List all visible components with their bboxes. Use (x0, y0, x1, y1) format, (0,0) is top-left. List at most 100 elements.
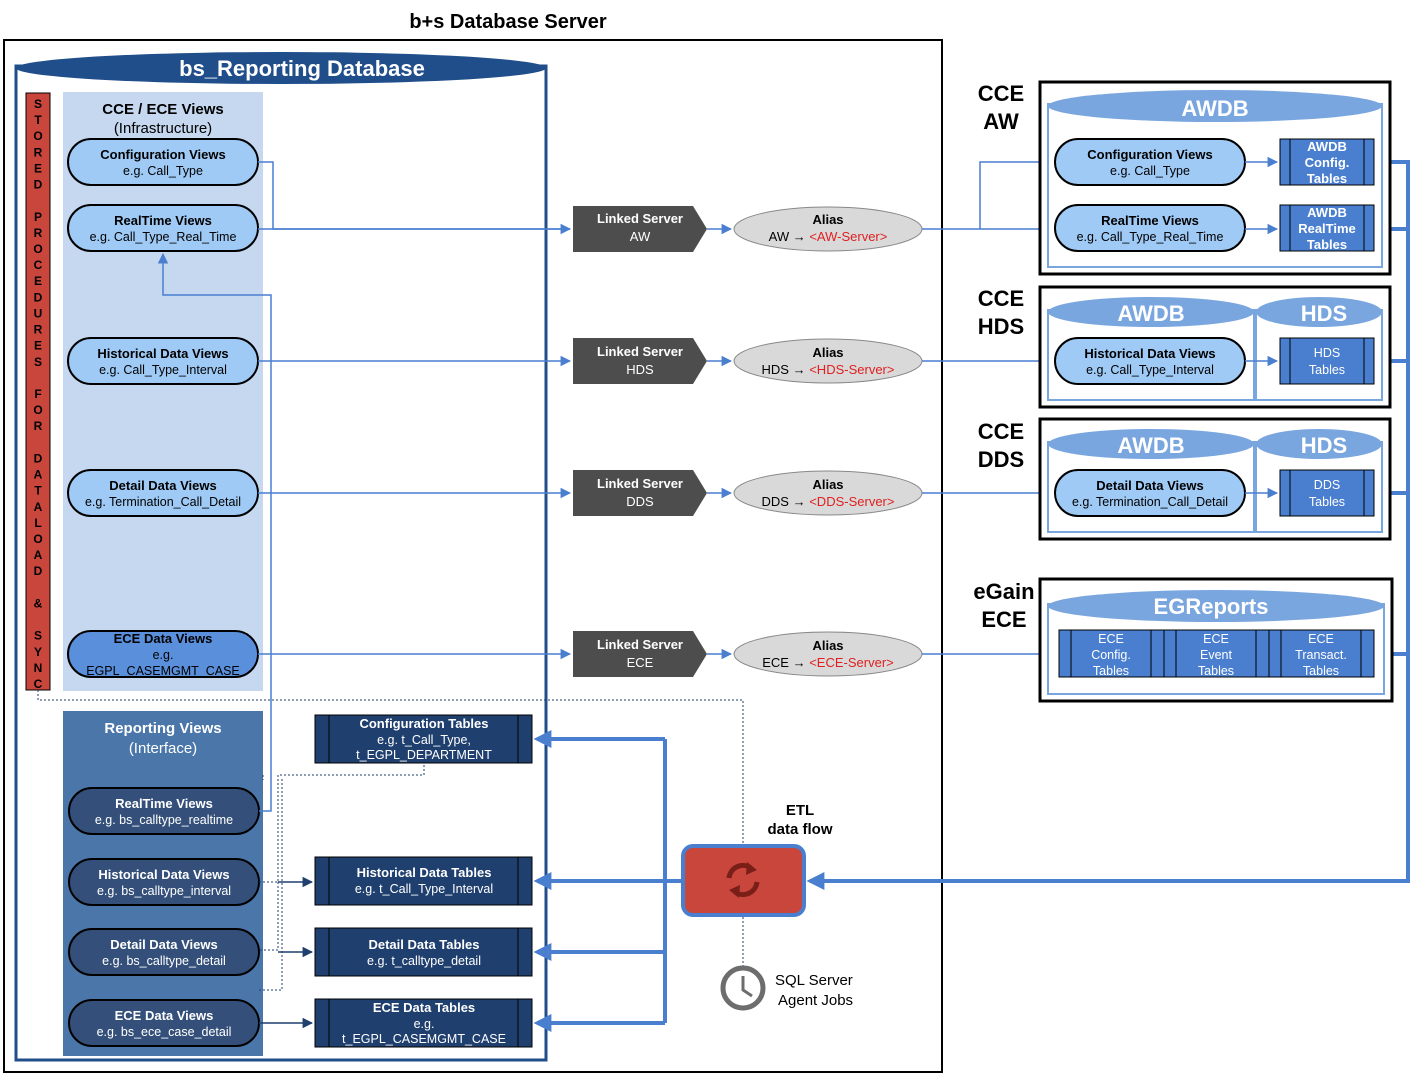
dds-hds-title: HDS (1301, 433, 1347, 458)
svg-text:e.g. t_Call_Type,: e.g. t_Call_Type, (377, 733, 471, 747)
svg-text:Configuration Tables: Configuration Tables (359, 716, 488, 731)
table-detail: Detail Data Tables e.g. t_calltype_detai… (314, 927, 533, 977)
reporting-view-historical: Historical Data Views e.g. bs_calltype_i… (68, 858, 260, 906)
stored-procedures-char: O (33, 129, 42, 143)
stored-procedures-char: N (34, 661, 43, 675)
stored-procedures-char: S (34, 629, 42, 643)
svg-text:Detail Data Views: Detail Data Views (1096, 478, 1203, 493)
alias-dds: Alias DDS → <DDS-Server> (733, 470, 923, 516)
etl-box (681, 844, 806, 917)
svg-text:e.g. Call_Type_Real_Time: e.g. Call_Type_Real_Time (1077, 230, 1224, 244)
stored-procedures-char: A (34, 548, 43, 562)
cce-ece-views-subtitle: (Infrastructure) (114, 120, 212, 137)
stored-procedures-char: & (34, 596, 43, 610)
svg-text:ECE: ECE (1308, 632, 1334, 646)
linked-server-hds: Linked Server HDS (573, 338, 707, 384)
dds-hds-top (1256, 429, 1382, 459)
ece-table-transact: ECE Transact. Tables (1268, 629, 1375, 678)
svg-text:HDS: HDS (1314, 346, 1340, 360)
stored-procedures-char: D (34, 178, 43, 192)
svg-text:ECE Data Views: ECE Data Views (114, 631, 213, 646)
stored-procedures-char: Y (34, 645, 42, 659)
svg-text:Detail Data Views: Detail Data Views (109, 478, 216, 493)
svg-text:Historical Data Views: Historical Data Views (97, 346, 228, 361)
stored-procedures-char: C (34, 677, 43, 691)
dds-awdb-title: AWDB (1117, 433, 1184, 458)
linked-server-aw: Linked Server AW (573, 206, 707, 252)
svg-text:Config.: Config. (1305, 155, 1350, 170)
svg-text:Historical Data Views: Historical Data Views (1084, 346, 1215, 361)
stored-procedures-char: O (33, 403, 42, 417)
cce-ece-views-title: CCE / ECE Views (102, 101, 223, 118)
svg-text:AW → <AW-Server>: AW → <AW-Server> (769, 229, 888, 244)
table-historical: Historical Data Tables e.g. t_Call_Type_… (314, 856, 533, 906)
ece-label-2: ECE (981, 607, 1026, 632)
view-ece: ECE Data Views e.g. EGPL_CASEMGMT_CASE (67, 630, 259, 678)
svg-text:Linked Server: Linked Server (597, 211, 683, 226)
svg-text:Tables: Tables (1307, 171, 1347, 186)
svg-text:t_EGPL_CASEMGMT_CASE: t_EGPL_CASEMGMT_CASE (342, 1032, 506, 1046)
svg-text:Alias: Alias (812, 212, 843, 227)
reporting-db-title: bs_Reporting Database (179, 56, 425, 81)
stored-procedures-char: P (34, 210, 42, 224)
stored-procedures-char: R (34, 145, 43, 159)
table-ece: ECE Data Tables e.g. t_EGPL_CASEMGMT_CAS… (314, 998, 533, 1048)
stored-procedures-bar (25, 92, 51, 691)
svg-text:Tables: Tables (1307, 237, 1347, 252)
hds-label-2: HDS (978, 314, 1024, 339)
aw-db-title: AWDB (1181, 96, 1248, 121)
svg-text:RealTime: RealTime (1298, 221, 1356, 236)
svg-text:RealTime Views: RealTime Views (1101, 213, 1199, 228)
svg-text:e.g. Call_Type_Interval: e.g. Call_Type_Interval (99, 363, 227, 377)
stored-procedures-char: L (34, 516, 41, 530)
view-configuration: Configuration Views e.g. Call_Type (67, 138, 259, 186)
linked-server-ece: Linked Server ECE (573, 631, 707, 677)
svg-text:ECE → <ECE-Server>: ECE → <ECE-Server> (762, 655, 894, 670)
svg-text:Configuration Views: Configuration Views (1087, 147, 1212, 162)
dotted-connectors (37, 690, 744, 991)
etl-label-1: ETL (786, 802, 814, 819)
dds-label-1: CCE (978, 419, 1024, 444)
hds-awdb-top (1048, 297, 1254, 327)
svg-text:Tables: Tables (1198, 664, 1234, 678)
stored-procedures-char: E (34, 339, 42, 353)
alias-ece: Alias ECE → <ECE-Server> (733, 631, 923, 677)
svg-text:Linked Server: Linked Server (597, 637, 683, 652)
ece-label-1: eGain (973, 579, 1034, 604)
dds-view-detail: Detail Data Views e.g. Termination_Call_… (1054, 469, 1246, 517)
aw-view-realtime: RealTime Views e.g. Call_Type_Real_Time (1054, 204, 1246, 252)
alias-hds: Alias HDS → <HDS-Server> (733, 338, 923, 384)
stored-procedures-char: O (33, 242, 42, 256)
stored-procedures-char: R (34, 226, 43, 240)
table-configuration: Configuration Tables e.g. t_Call_Type, t… (314, 714, 533, 764)
stored-procedures-char: R (34, 323, 43, 337)
reporting-views-subtitle: (Interface) (129, 740, 197, 757)
reporting-view-detail: Detail Data Views e.g. bs_calltype_detai… (68, 928, 260, 976)
svg-text:RealTime Views: RealTime Views (114, 213, 212, 228)
aw-view-configuration: Configuration Views e.g. Call_Type (1054, 138, 1246, 186)
stored-procedures-char: C (34, 258, 43, 272)
svg-text:HDS: HDS (626, 362, 654, 377)
view-detail: Detail Data Views e.g. Termination_Call_… (67, 469, 259, 517)
svg-text:Alias: Alias (812, 345, 843, 360)
stored-procedures-char: O (33, 532, 42, 546)
view-realtime: RealTime Views e.g. Call_Type_Real_Time (67, 204, 259, 252)
stored-procedures-char: F (34, 387, 41, 401)
hds-hds-top (1256, 297, 1382, 327)
svg-text:ECE: ECE (1203, 632, 1229, 646)
view-historical: Historical Data Views e.g. Call_Type_Int… (67, 337, 259, 385)
svg-text:e.g. Call_Type_Interval: e.g. Call_Type_Interval (1086, 363, 1214, 377)
stored-procedures-char: D (34, 290, 43, 304)
hds-label-1: CCE (978, 286, 1024, 311)
stored-procedures-char: D (34, 451, 43, 465)
dds-awdb-top (1048, 429, 1254, 459)
svg-text:Tables: Tables (1303, 664, 1339, 678)
etl-label-2: data flow (767, 821, 832, 838)
dds-label-2: DDS (978, 447, 1024, 472)
svg-text:AW: AW (630, 229, 651, 244)
svg-text:e.g. Call_Type: e.g. Call_Type (1110, 164, 1190, 178)
stored-procedures-char: E (34, 161, 42, 175)
hds-view-historical: Historical Data Views e.g. Call_Type_Int… (1054, 337, 1246, 385)
